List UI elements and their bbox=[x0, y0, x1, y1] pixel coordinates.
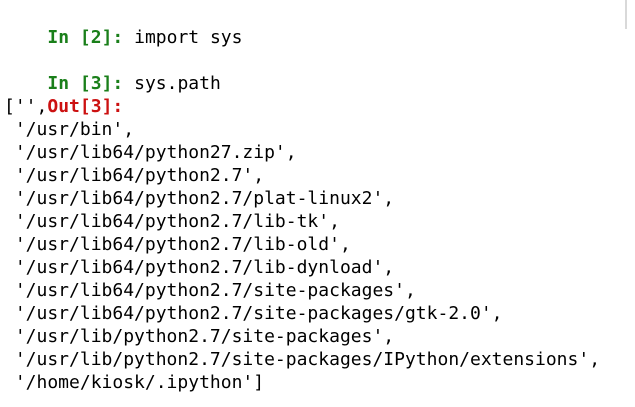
output-line: '/usr/lib64/python2.7/site-packages', bbox=[4, 280, 416, 301]
input-cell-2[interactable]: In [2]: import sys bbox=[4, 3, 242, 48]
prompt-number: 2 bbox=[90, 27, 102, 48]
output-line: ['', bbox=[4, 96, 48, 117]
output-line: '/usr/lib/python2.7/site-packages/IPytho… bbox=[4, 349, 601, 370]
output-prompt: Out[3]: bbox=[47, 96, 124, 117]
input-cell-3[interactable]: In [3]: sys.path bbox=[4, 49, 220, 94]
output-line: '/home/kiosk/.ipython'] bbox=[4, 372, 265, 393]
out-label: Out bbox=[47, 96, 80, 117]
in-prompt: In [3]: bbox=[47, 73, 124, 94]
output-line: '/usr/lib64/python2.7/lib-old', bbox=[4, 234, 351, 255]
code-input[interactable]: import sys bbox=[134, 27, 243, 48]
in-label: In bbox=[47, 27, 70, 48]
in-prompt: In [2]: bbox=[47, 27, 124, 48]
output-line: '/usr/lib64/python2.7/lib-dynload', bbox=[4, 257, 395, 278]
output-line: '/usr/lib/python2.7/site-packages', bbox=[4, 326, 395, 347]
out-number: 3 bbox=[90, 96, 102, 117]
output-line: '/usr/lib64/python27.zip', bbox=[4, 142, 297, 163]
output-line: '/usr/lib64/python2.7/site-packages/gtk-… bbox=[4, 303, 503, 324]
output-line: '/usr/lib64/python2.7', bbox=[4, 165, 265, 186]
output-line: '/usr/lib64/python2.7/lib-tk', bbox=[4, 211, 340, 232]
cell-border bbox=[625, 0, 627, 29]
output-line: '/usr/lib64/python2.7/plat-linux2', bbox=[4, 188, 395, 209]
in-label: In bbox=[47, 73, 70, 94]
prompt-number: 3 bbox=[90, 73, 102, 94]
output-line: '/usr/bin', bbox=[4, 119, 135, 140]
code-input[interactable]: sys.path bbox=[134, 73, 221, 94]
